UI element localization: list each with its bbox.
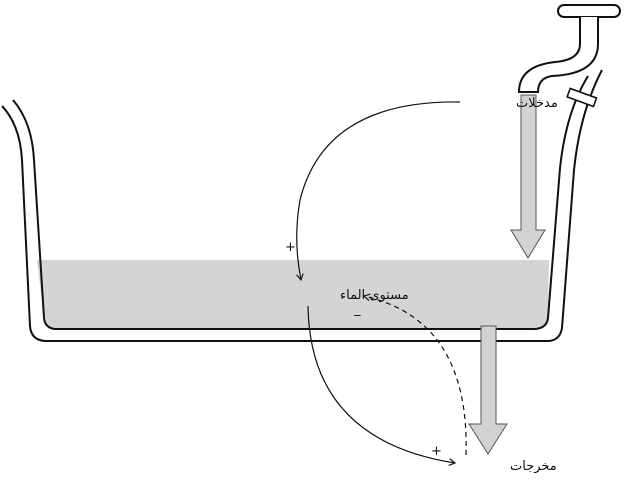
faucet-icon xyxy=(517,4,621,108)
water-level-label: مستوى الماء xyxy=(340,288,409,303)
outputs-label: مخرجات xyxy=(510,459,557,474)
level-to-outputs-link xyxy=(307,305,457,466)
outputs-to-level-sign: _ xyxy=(353,302,361,317)
inputs-to-level-sign: + xyxy=(285,240,296,255)
outflow-arrow xyxy=(468,325,508,455)
inputs-label: مدخلات xyxy=(516,96,558,111)
inputs-to-level-link xyxy=(296,101,461,282)
water-body xyxy=(37,260,549,329)
outputs-to-level-link xyxy=(362,293,467,456)
inflow-arrow xyxy=(510,94,546,259)
tub-outer-wall xyxy=(1,69,603,342)
level-to-outputs-sign: + xyxy=(431,444,442,459)
tub-inner-wall xyxy=(12,75,589,330)
